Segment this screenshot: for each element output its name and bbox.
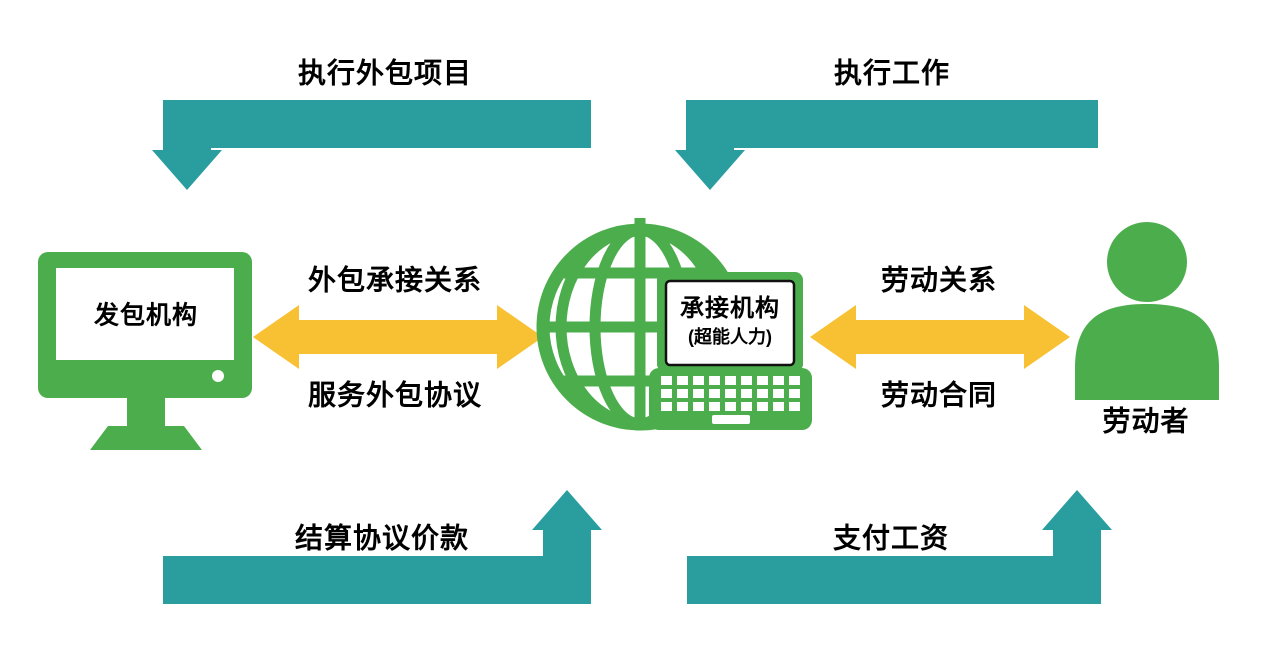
bracket-arrow-top-right [675,100,1098,190]
person-icon [1075,222,1219,400]
node-label-contracting-org: 发包机构 [93,301,199,330]
flow-label-labor-relation: 劳动关系 [880,264,998,296]
node-label-worker: 劳动者 [1102,405,1190,437]
double-arrow-right [810,305,1070,369]
bracket-arrow-bottom-left [163,490,602,604]
flow-label-outsourcing-undertaking-relation: 外包承接关系 [307,264,483,296]
laptop-spacebar [712,415,750,424]
laptop-keys [661,376,800,424]
laptop-screen [664,279,796,367]
bracket-arrow-bottom-right [687,490,1112,604]
monitor-power-dot [212,370,224,382]
flow-label-execute-work: 执行工作 [833,57,951,89]
flow-label-execute-outsourcing-project: 执行外包项目 [297,57,473,89]
node-label-undertaking-org: 承接机构 [680,294,780,322]
monitor-icon [38,252,252,450]
double-arrow-left [253,305,543,369]
bracket-arrow-top-left [152,100,591,190]
flow-label-pay-wages: 支付工资 [832,522,950,554]
laptop-icon [649,272,812,430]
flow-label-settle-agreement-price: 结算协议价款 [294,522,470,554]
flow-label-labor-contract: 劳动合同 [880,379,998,411]
flow-label-service-outsourcing-agreement: 服务外包协议 [307,379,483,411]
node-label-undertaking-org-sub: (超能人力) [688,327,772,348]
